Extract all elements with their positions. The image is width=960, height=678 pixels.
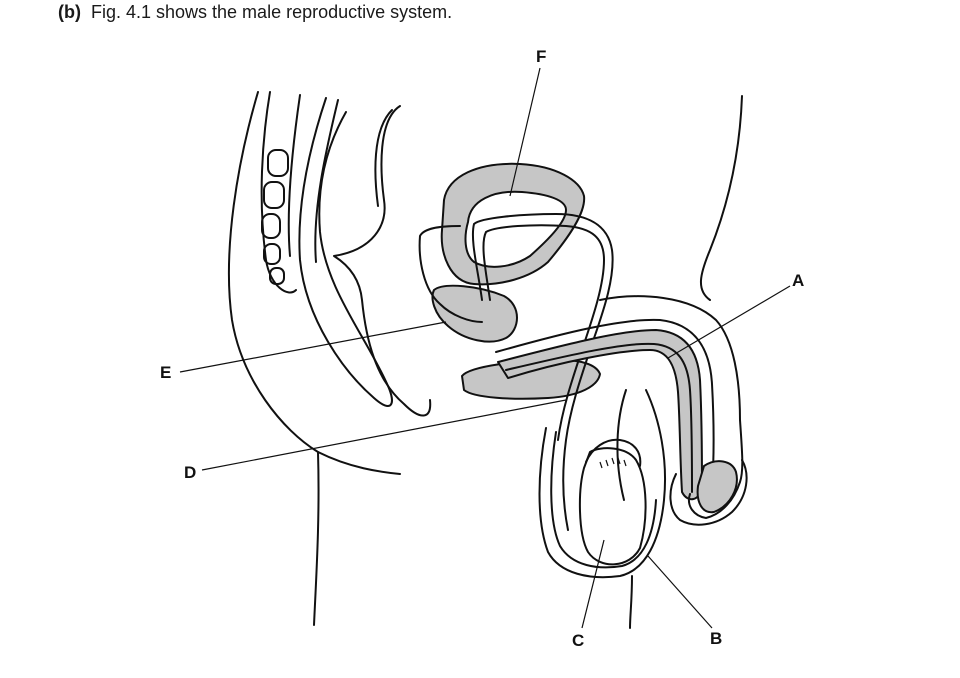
scrotum xyxy=(538,389,667,579)
front-abdomen-outline xyxy=(700,95,743,301)
posterior-leg-outline xyxy=(313,451,320,626)
label-F: F xyxy=(536,47,546,66)
glans xyxy=(696,460,738,514)
question-text: Fig. 4.1 shows the male reproductive sys… xyxy=(90,2,453,22)
testis xyxy=(578,447,647,566)
rectum xyxy=(298,97,393,407)
epididymis xyxy=(585,438,642,467)
label-C: C xyxy=(572,631,584,650)
pointer-lines xyxy=(179,67,791,629)
question-part-label: (b) xyxy=(58,2,81,22)
question-header: (b) Fig. 4.1 shows the male reproductive … xyxy=(58,2,452,23)
spine xyxy=(260,91,301,294)
label-A: A xyxy=(792,271,804,290)
back-outline xyxy=(227,91,401,475)
label-E: E xyxy=(160,363,171,382)
urethra-shaded xyxy=(497,329,703,501)
penis-outline xyxy=(599,295,744,519)
seminal-vesicle xyxy=(431,284,518,343)
vas-deferens xyxy=(471,213,614,531)
label-B: B xyxy=(710,629,722,648)
pubic-symphysis-outline xyxy=(333,105,432,417)
anterior-leg-outline xyxy=(616,389,627,501)
bladder xyxy=(440,162,586,286)
label-D: D xyxy=(184,463,196,482)
